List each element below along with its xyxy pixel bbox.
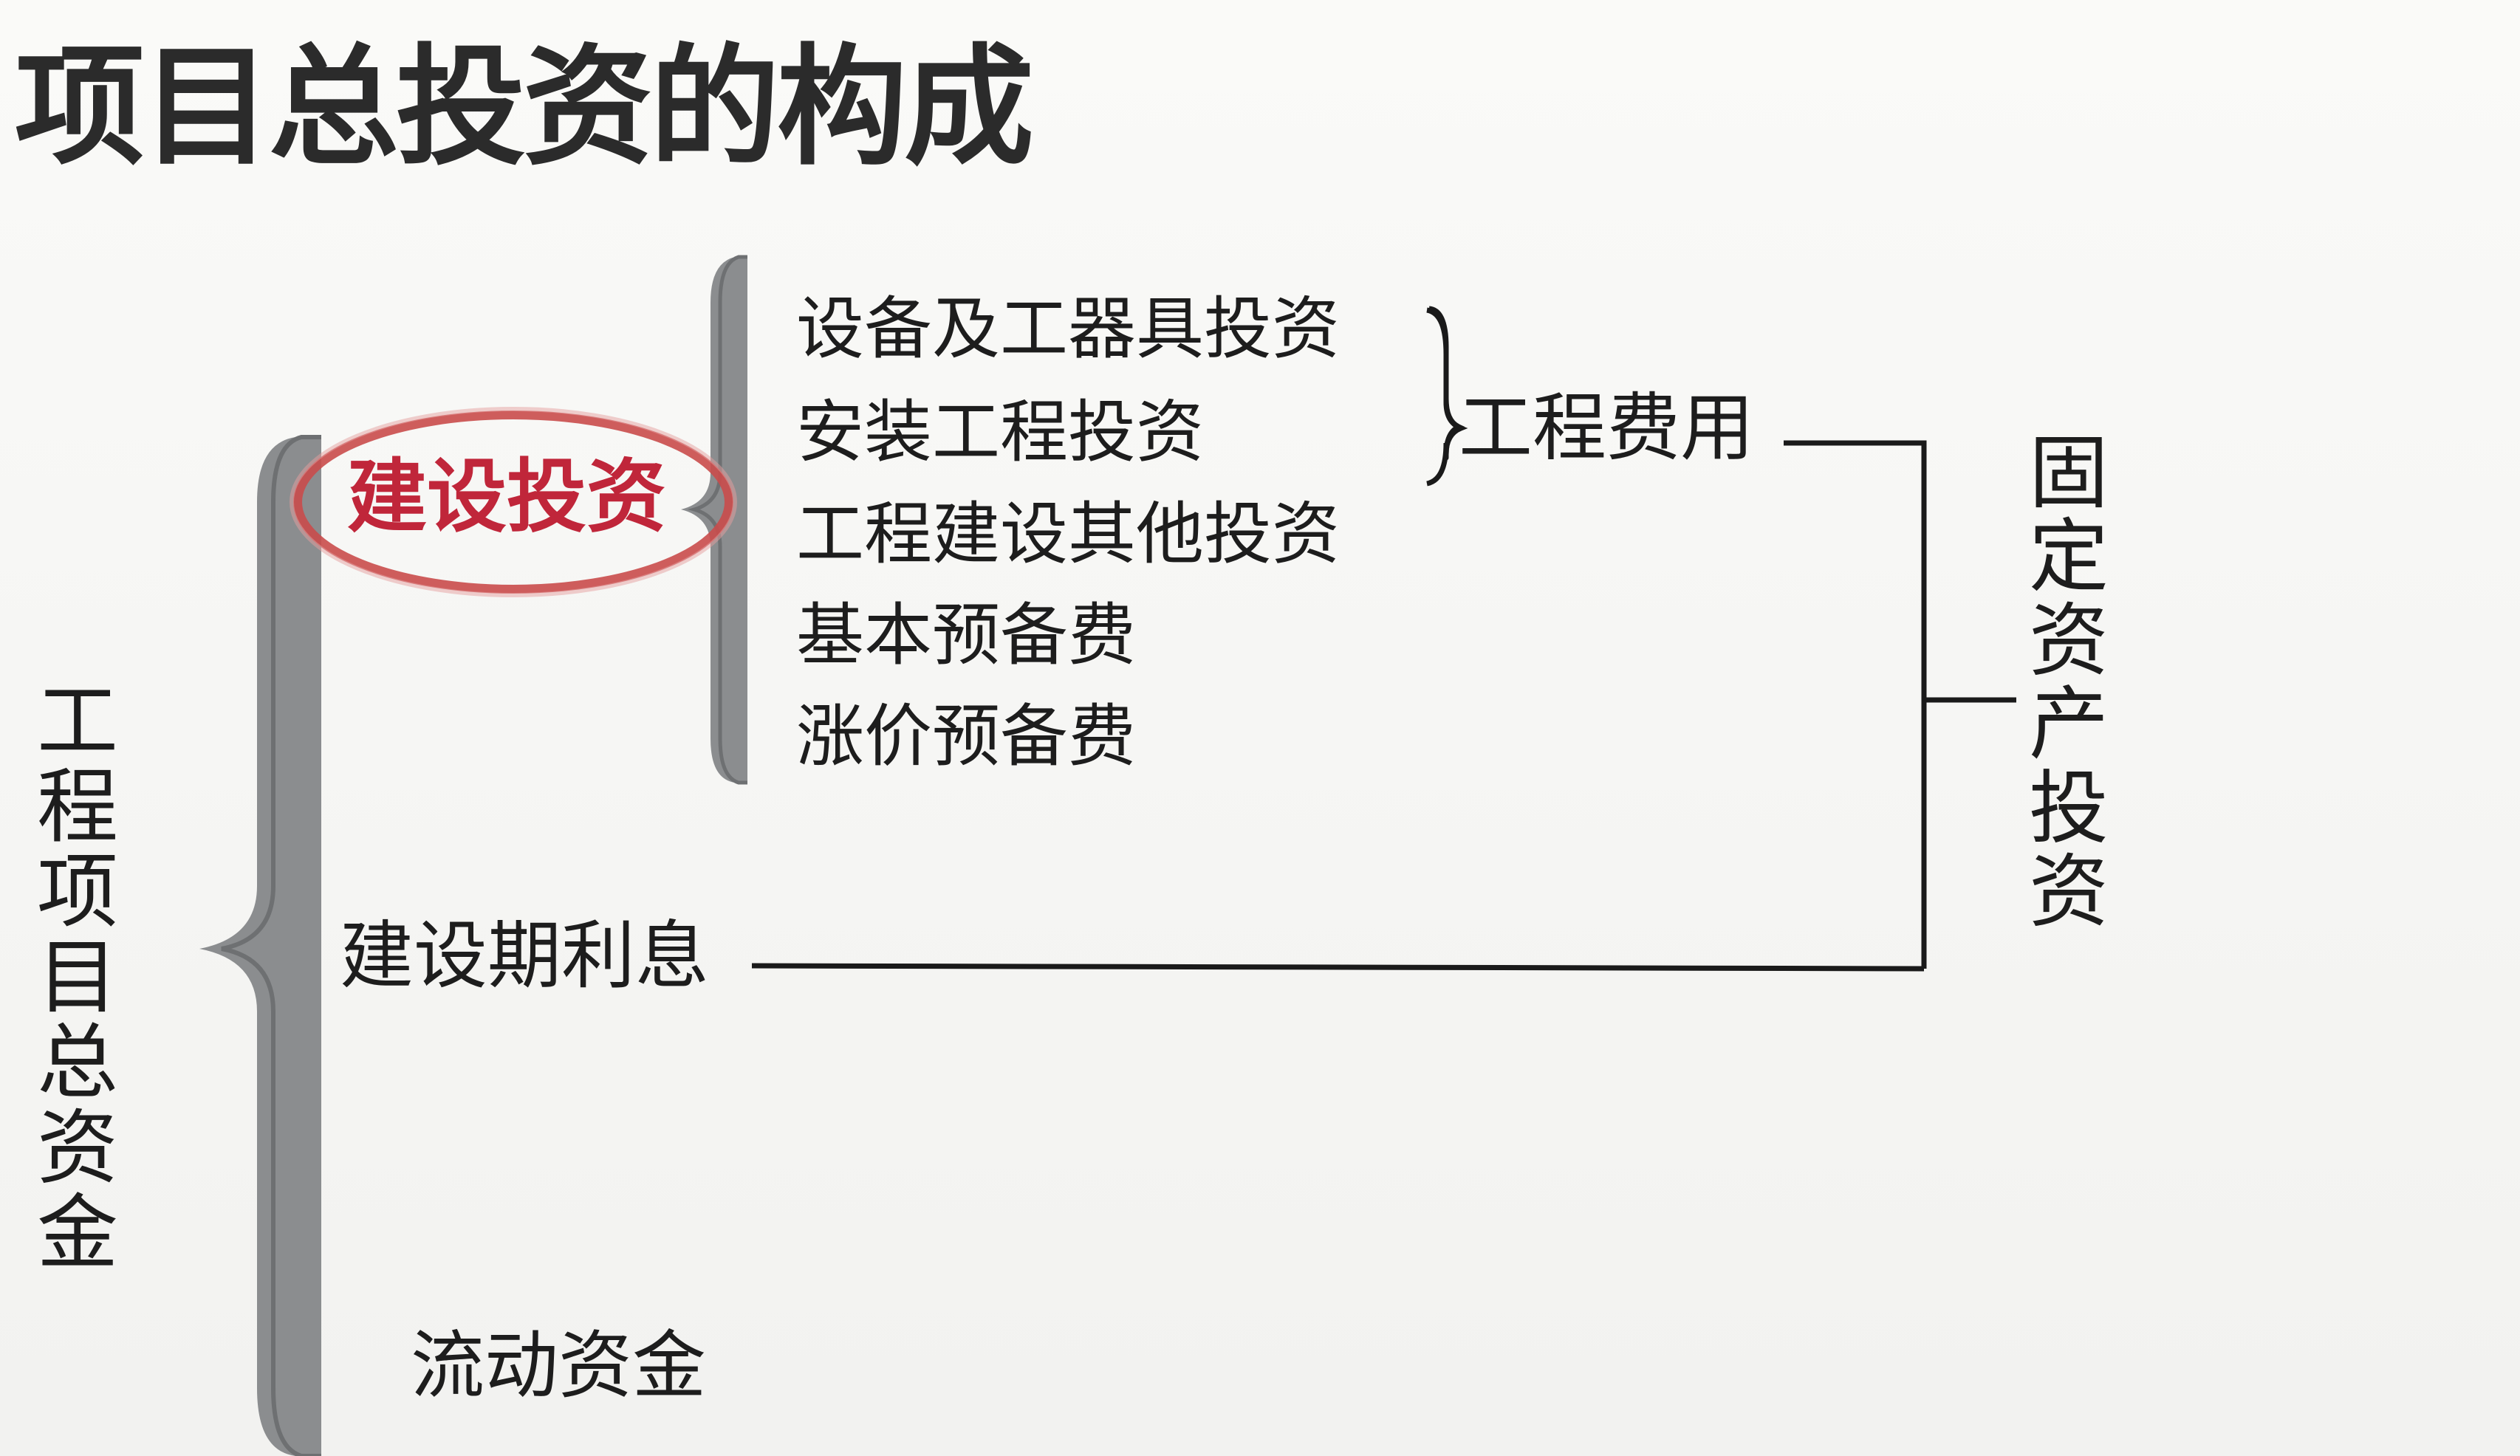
interest-connector	[751, 963, 1925, 972]
highlight-ring	[293, 411, 733, 594]
item-basic-reserve: 基本预备费	[796, 596, 1137, 675]
item-price-reserve: 涨价预备费	[796, 697, 1137, 776]
item-other-construction: 工程建设其他投资	[796, 495, 1341, 574]
engineering-connector	[1784, 440, 1927, 969]
page-title: 项目总投资的构成	[15, 32, 1034, 183]
highlight-ring-glow	[290, 407, 737, 597]
construction-brace-edge	[687, 255, 747, 785]
engineering-cost-label: 工程费用	[1459, 385, 1754, 471]
working-capital-label: 流动资金	[411, 1322, 706, 1409]
item-equipment: 设备及工器具投资	[796, 289, 1341, 368]
construction-brace	[681, 257, 747, 783]
root-brace	[199, 437, 321, 1456]
construction-interest-label: 建设期利息	[340, 913, 709, 999]
root-label: 工程项目总资金	[37, 674, 118, 1280]
item-installation: 安装工程投资	[796, 393, 1205, 472]
root-brace-edge	[221, 435, 321, 1456]
fixed-asset-investment-label: 固定资产投资	[2028, 427, 2109, 938]
engineering-brace-main	[1426, 307, 1468, 487]
construction-investment-label: 建设投资	[347, 451, 667, 543]
